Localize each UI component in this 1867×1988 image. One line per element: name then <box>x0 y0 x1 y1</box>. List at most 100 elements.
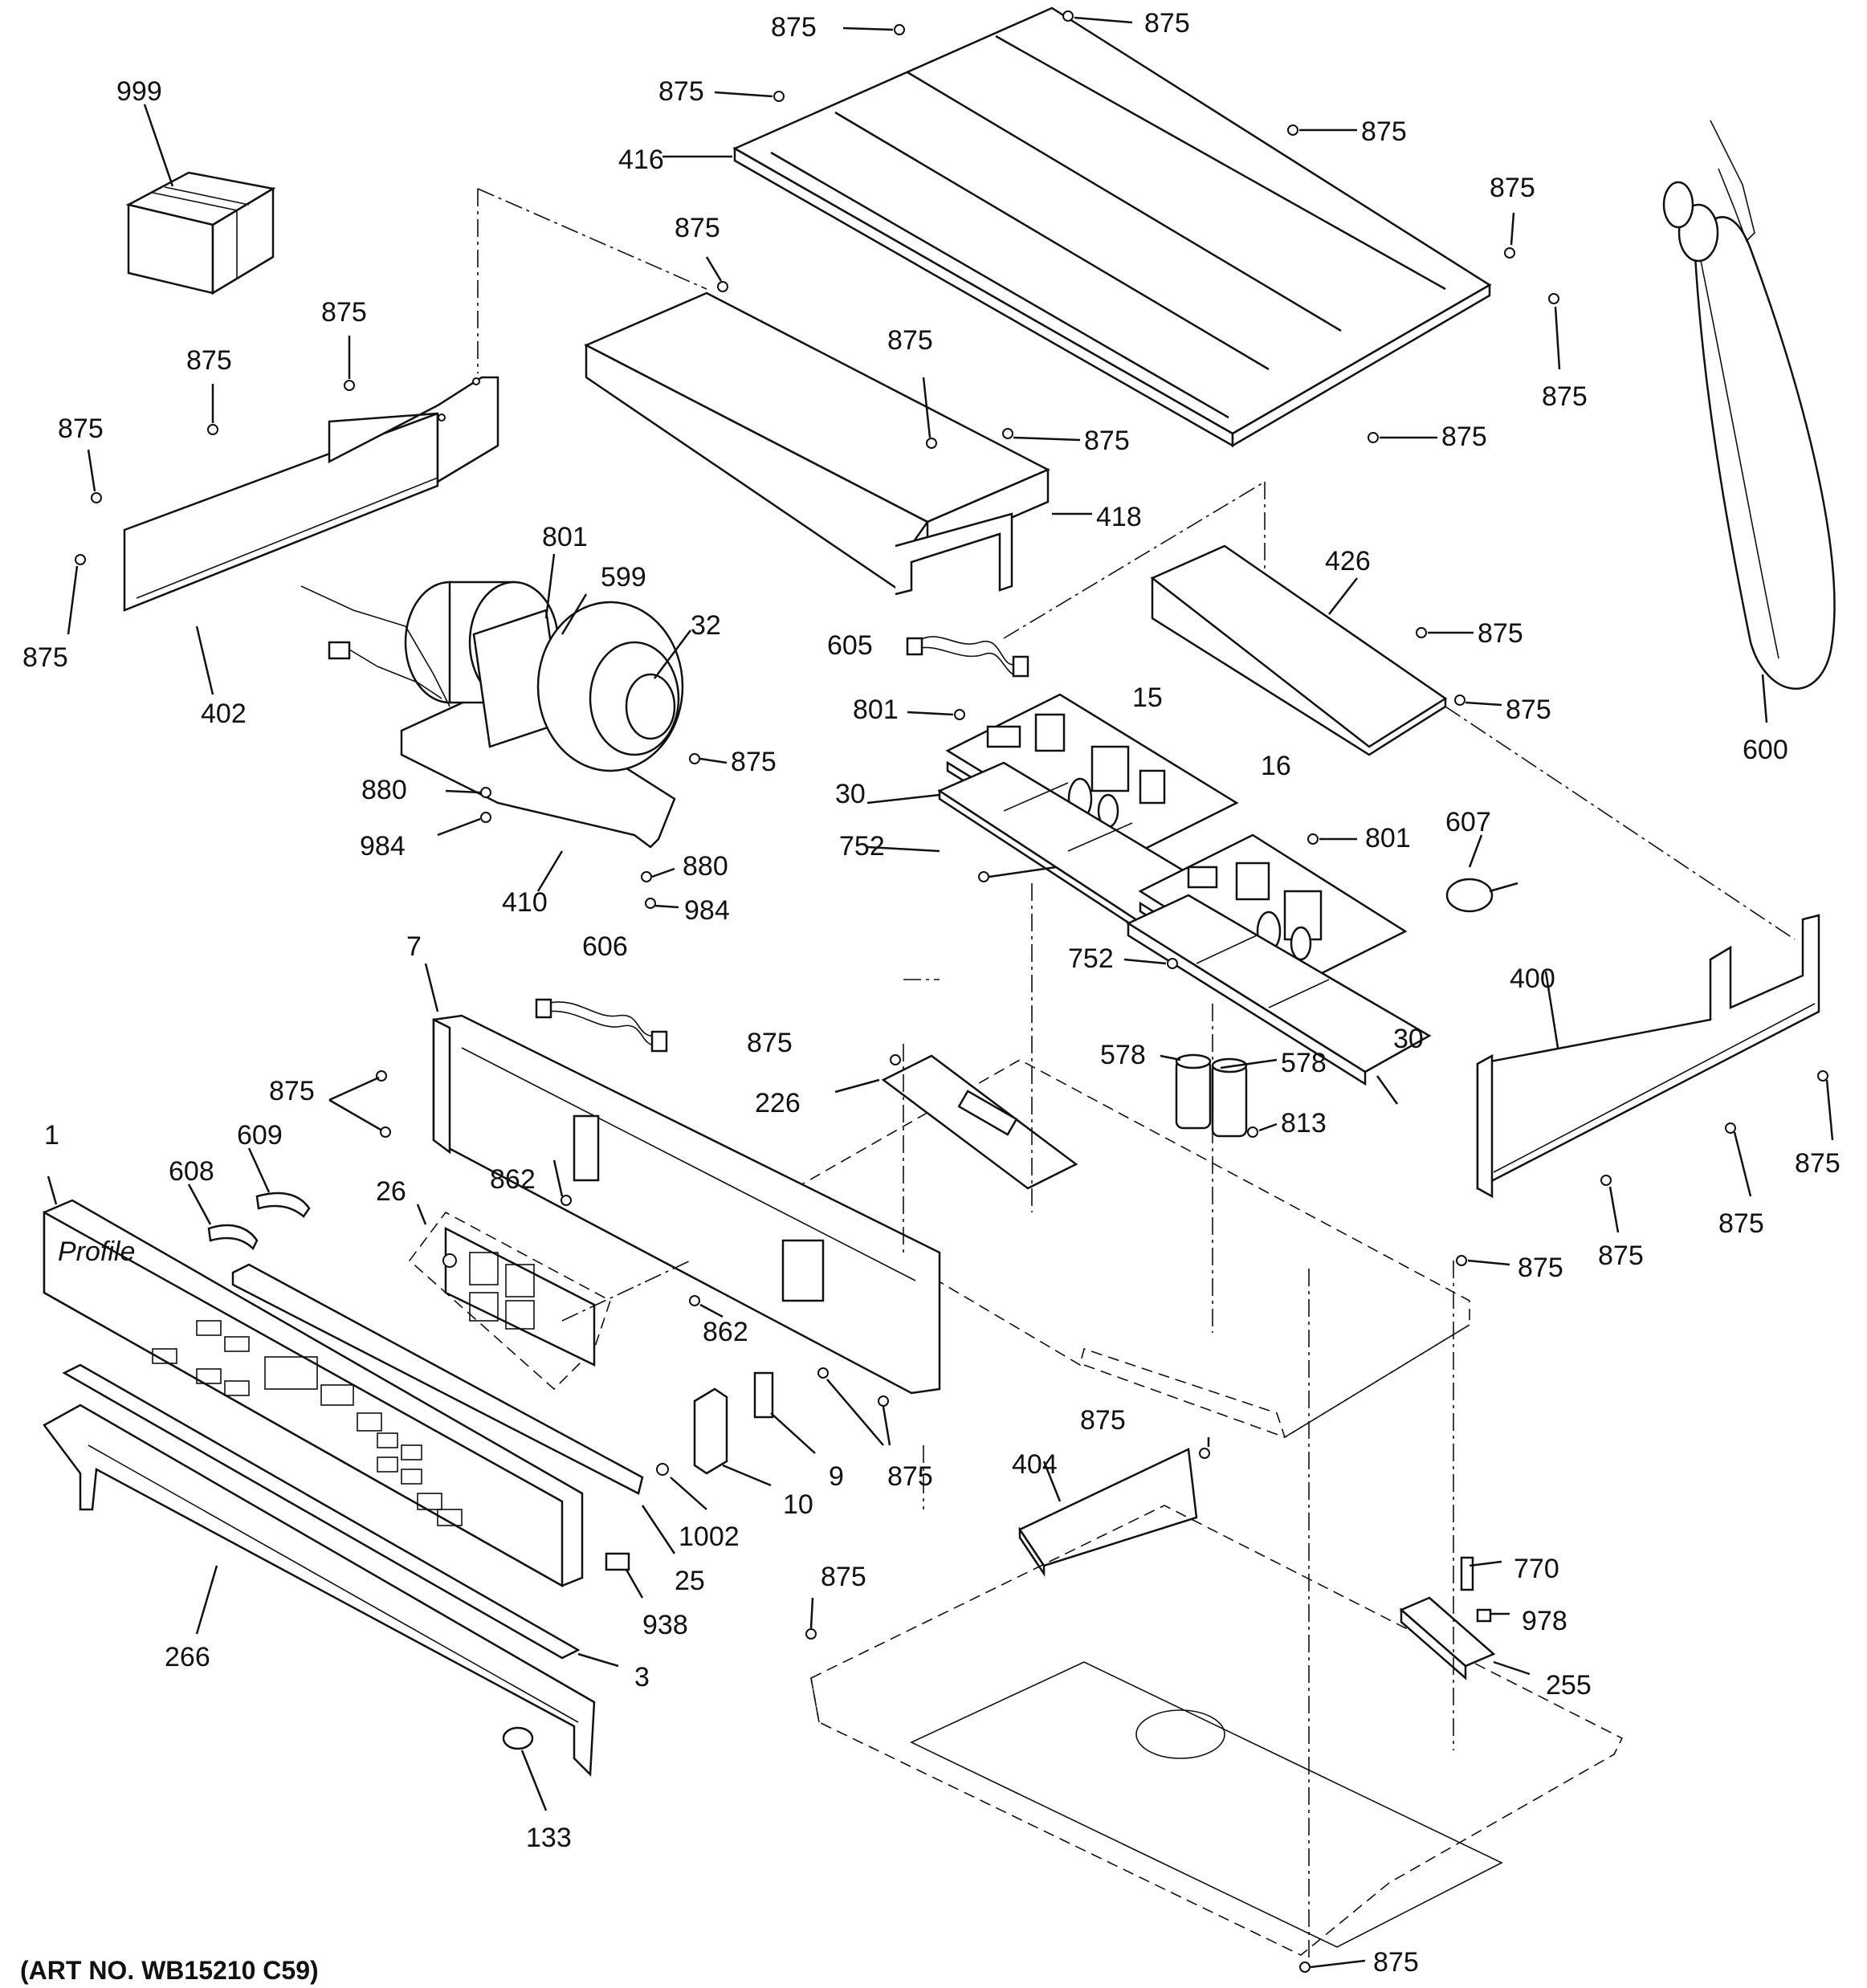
part-labels: 875 875 875 416 875 999 875 875 875 875 875 875 875 8… <box>22 8 1841 1978</box>
part-400-side-panel <box>1476 914 1820 1199</box>
part-label-26: 26 <box>376 1176 406 1207</box>
part-label-875-d: 875 <box>1542 381 1588 412</box>
part-label-875-m: 875 <box>1506 695 1551 725</box>
part-label-875-v: 875 <box>887 1461 933 1492</box>
part-605-harness <box>906 636 1029 678</box>
part-label-32: 32 <box>691 610 721 641</box>
part-label-255: 255 <box>1546 1670 1592 1701</box>
part-label-752-b: 752 <box>1068 943 1114 974</box>
part-label-813: 813 <box>1281 1108 1327 1139</box>
part-label-875-p: 875 <box>747 1028 793 1058</box>
part-label-10: 10 <box>783 1489 813 1520</box>
part-30-tray-b <box>1126 894 1432 1105</box>
part-label-880-b: 880 <box>683 851 728 882</box>
part-label-880-a: 880 <box>361 775 407 805</box>
part-label-605: 605 <box>827 630 873 661</box>
part-label-25: 25 <box>675 1566 705 1596</box>
part-label-875-s: 875 <box>1718 1208 1764 1239</box>
part-label-801-c: 801 <box>1365 823 1411 853</box>
part-label-862-a: 862 <box>490 1164 536 1195</box>
part-label-1: 1 <box>44 1120 59 1151</box>
part-25-board <box>231 1263 676 1554</box>
part-1002 <box>656 1463 707 1510</box>
part-label-133: 133 <box>526 1823 572 1853</box>
part-label-875-n: 875 <box>22 642 68 673</box>
part-label-875-top2: 875 <box>1144 8 1190 39</box>
part-label-418: 418 <box>1096 502 1142 532</box>
part-978 <box>1476 1608 1510 1623</box>
part-label-875-u: 875 <box>1518 1253 1563 1283</box>
part-label-16: 16 <box>1261 751 1291 781</box>
alignment-lines <box>477 188 1796 1959</box>
part-770 <box>1460 1556 1502 1591</box>
part-label-770: 770 <box>1514 1554 1559 1584</box>
part-label-3: 3 <box>634 1662 650 1693</box>
part-label-875-r: 875 <box>269 1076 315 1106</box>
part-label-226: 226 <box>755 1088 801 1118</box>
part-606-harness <box>535 998 668 1053</box>
part-label-875-l: 875 <box>1478 618 1523 649</box>
part-label-1002: 1002 <box>679 1522 740 1552</box>
lower-chassis-outline <box>810 1505 1624 1956</box>
part-label-875-o: 875 <box>731 747 777 777</box>
part-label-607: 607 <box>1445 807 1491 837</box>
part-label-416: 416 <box>618 145 664 175</box>
part-label-875-t: 875 <box>1598 1240 1644 1271</box>
part-label-875-a: 875 <box>658 76 704 107</box>
part-label-609: 609 <box>237 1120 283 1151</box>
part-label-404: 404 <box>1012 1449 1058 1480</box>
part-10 <box>693 1387 772 1487</box>
part-label-426: 426 <box>1325 546 1371 576</box>
part-label-7: 7 <box>406 931 422 962</box>
part-607-component <box>1445 834 1518 913</box>
part-609 <box>247 1147 311 1218</box>
part-label-606: 606 <box>582 931 628 962</box>
part-255-terminal-block <box>1399 1596 1531 1680</box>
part-578-capacitor-a <box>1175 1053 1212 1130</box>
part-3-trim <box>62 1363 619 1668</box>
part-label-938: 938 <box>642 1610 688 1640</box>
part-label-875-i: 875 <box>321 297 367 328</box>
part-938 <box>605 1552 644 1599</box>
screws <box>75 10 1828 1973</box>
part-266-trim <box>43 1403 596 1777</box>
part-label-875-e: 875 <box>1441 422 1487 452</box>
part-133-foot <box>502 1726 548 1811</box>
part-418-shield <box>584 291 1092 596</box>
art-number: (ART NO. WB15210 C59) <box>20 1956 319 1985</box>
part-402-side-panel <box>123 376 499 695</box>
part-label-9: 9 <box>829 1461 844 1492</box>
part-7-panel-frame <box>424 963 941 1395</box>
part-416-top-panel <box>662 6 1492 448</box>
part-label-875-g: 875 <box>887 325 933 356</box>
part-226-bracket <box>834 1054 1078 1190</box>
part-999-box <box>125 104 276 295</box>
part-label-999: 999 <box>116 76 162 107</box>
part-label-875-q: 875 <box>1795 1148 1841 1179</box>
part-label-578-b: 578 <box>1281 1048 1327 1078</box>
part-label-875-j: 875 <box>186 345 232 376</box>
part-label-875-top1: 875 <box>771 12 817 43</box>
part-label-410: 410 <box>502 887 548 918</box>
leader-lines <box>67 16 1834 1969</box>
part-label-875-x: 875 <box>821 1562 866 1592</box>
part-26-control-board <box>408 1204 611 1391</box>
part-label-15: 15 <box>1132 682 1163 713</box>
part-label-30-b: 30 <box>1393 1024 1424 1054</box>
part-426-bracket <box>1150 544 1448 756</box>
part-label-578-a: 578 <box>1100 1040 1146 1070</box>
part-label-875-b: 875 <box>1361 116 1407 147</box>
part-label-875-y: 875 <box>1373 1947 1419 1978</box>
part-label-30-a: 30 <box>835 779 866 809</box>
part-label-978: 978 <box>1522 1606 1567 1636</box>
brand-text: Profile <box>58 1236 135 1267</box>
part-label-402: 402 <box>201 699 247 729</box>
part-label-801-a: 801 <box>542 522 588 552</box>
part-label-801-b: 801 <box>853 695 899 725</box>
part-label-984-a: 984 <box>360 831 406 862</box>
part-label-984-b: 984 <box>684 895 730 926</box>
part-label-862-b: 862 <box>703 1317 748 1347</box>
part-label-400: 400 <box>1510 963 1555 994</box>
part-label-875-k: 875 <box>58 413 104 444</box>
